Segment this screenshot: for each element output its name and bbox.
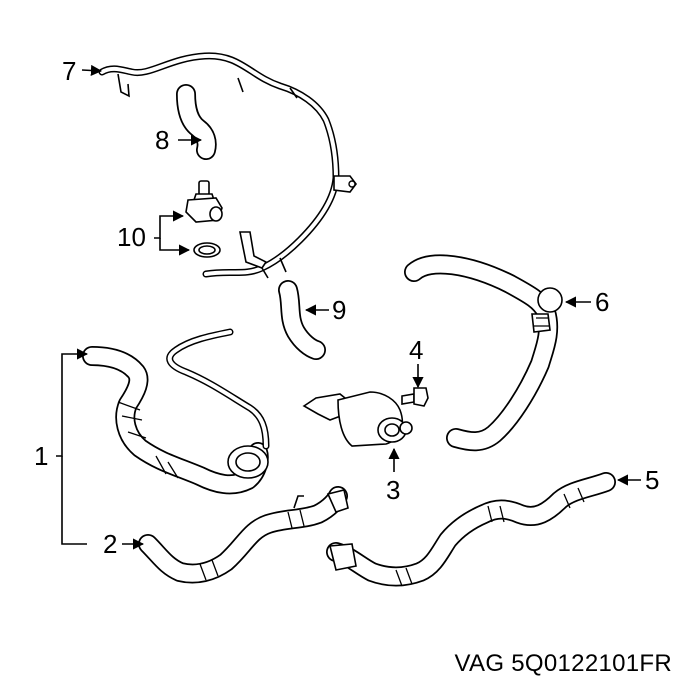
callout-labels: 7 8 10 9 6 4 1 3 5 2 — [34, 56, 659, 559]
sensor-part-10 — [185, 180, 223, 258]
callout-2: 2 — [103, 529, 117, 559]
hose-assembly-part-1 — [82, 328, 270, 495]
coolant-pipe-part-7 — [98, 52, 357, 279]
bolt-part-4 — [401, 387, 429, 407]
leader-lines — [56, 64, 641, 550]
hose-part-6 — [404, 254, 563, 452]
callout-5: 5 — [645, 465, 659, 495]
small-hose-part-9 — [278, 280, 326, 360]
hose-part-5 — [326, 472, 616, 587]
callout-4: 4 — [409, 335, 423, 365]
callout-8: 8 — [155, 125, 169, 155]
part-number-caption: VAG 5Q0122101FR — [454, 650, 672, 677]
callout-6: 6 — [595, 287, 609, 317]
callout-10: 10 — [117, 222, 146, 252]
callout-3: 3 — [386, 475, 400, 505]
callout-1: 1 — [34, 441, 48, 471]
small-hose-part-8 — [176, 84, 217, 160]
callout-9: 9 — [332, 295, 346, 325]
pump-part-3 — [302, 391, 413, 447]
callout-7: 7 — [62, 56, 76, 86]
hose-part-2 — [138, 486, 349, 584]
